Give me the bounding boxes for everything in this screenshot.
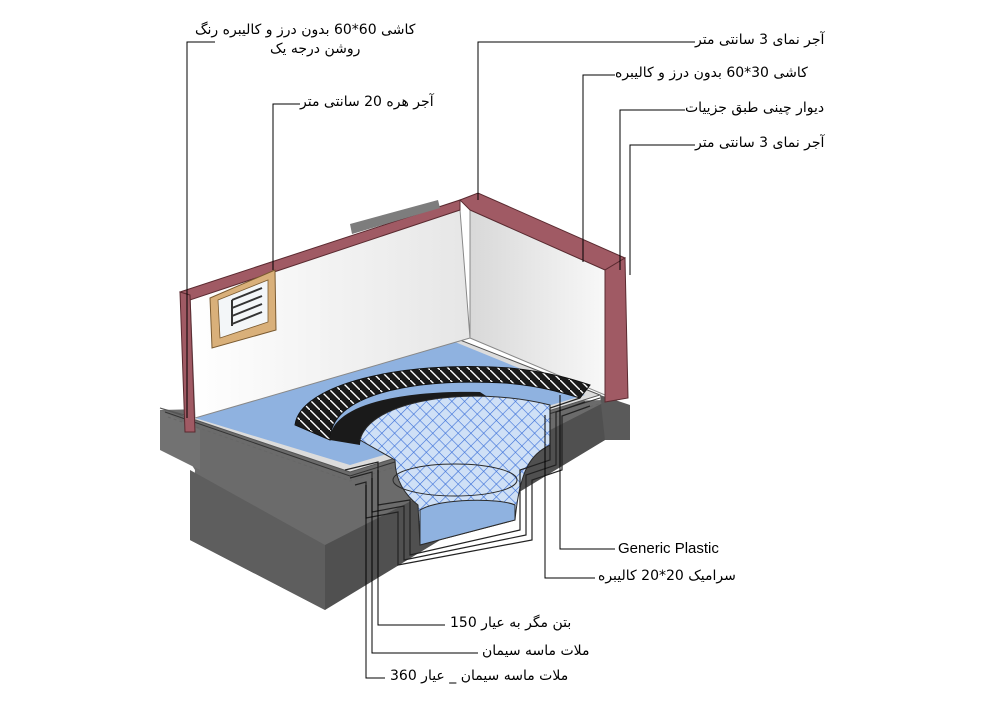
label-block-20cm: آجر هره 20 سانتی متر: [300, 94, 434, 110]
label-generic-plastic: Generic Plastic: [618, 540, 719, 557]
left-wall: [178, 199, 471, 433]
label-concrete-150: بتن مگر به عیار 150: [450, 615, 572, 631]
right-wall: [459, 192, 629, 403]
label-facing-brick: آجر نمای 3 سانتی متر: [695, 135, 825, 151]
label-wall-masonry: دیوار چینی طبق جزییات: [685, 100, 825, 116]
label-tile-30x60: کاشی 30*60 بدون درز و کالیبره: [615, 65, 808, 81]
label-ceramic-20x20: سرامیک 20*20 کالیبره: [598, 568, 736, 584]
label-cement-mortar-360: ملات ماسه سیمان _ عیار 360: [390, 668, 569, 684]
label-facing-brick-top: آجر نمای 3 سانتی متر: [695, 32, 825, 48]
window: [209, 269, 277, 349]
leader-lines: [186, 41, 695, 679]
pool-basin: [359, 395, 551, 546]
label-cement-mortar: ملات ماسه سیمان: [482, 643, 590, 659]
label-tile-60x60-line2: روشن درجه یک: [270, 41, 361, 57]
label-tile-60x60: کاشی 60*60 بدون درز و کالیبره رنگ: [195, 22, 416, 38]
